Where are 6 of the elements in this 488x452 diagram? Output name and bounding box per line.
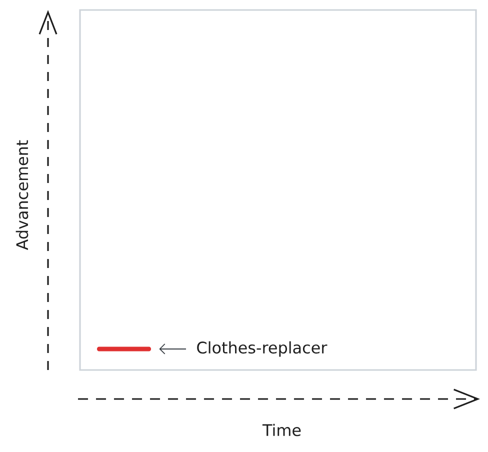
axis-label: Time xyxy=(262,424,301,436)
leader-arrow xyxy=(159,344,186,354)
line-sample xyxy=(97,346,151,352)
axis-label: Advancement xyxy=(16,140,28,250)
plot-frame xyxy=(79,9,477,371)
text-label: Clothes-replacer xyxy=(197,341,328,357)
